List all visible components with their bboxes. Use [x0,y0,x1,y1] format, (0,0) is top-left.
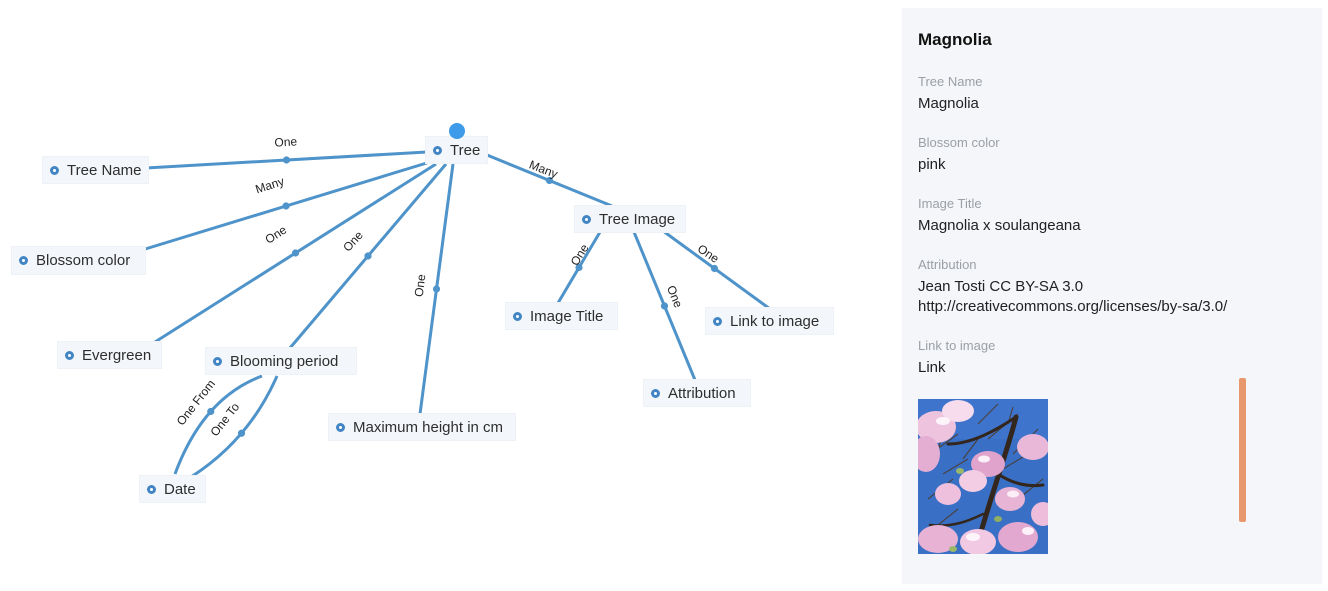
graph-node-link-to-image[interactable]: Link to image [705,307,834,335]
node-label: Image Title [530,307,604,325]
entity-circle-icon [651,388,660,398]
edge-direction-dot [575,263,583,272]
edge-cardinality-label: One [340,228,366,254]
edge-cardinality-label: One To [207,400,242,439]
record-title: Magnolia [918,30,992,49]
edge-cardinality-label: Many [254,174,286,196]
field-label: Image Title [918,196,982,211]
edge-direction-dot [710,264,719,273]
panel-scrollbar[interactable] [1239,378,1246,522]
entity-circle-icon [336,422,345,432]
tree-photo-thumbnail[interactable] [918,399,1048,554]
node-label: Blooming period [230,352,339,370]
node-label: Evergreen [82,346,152,364]
graph-node-max-height[interactable]: Maximum height in cm [328,413,516,441]
graph-node-attribution[interactable]: Attribution [643,379,751,407]
edge-cardinality-label: One From [174,377,218,428]
edge-direction-dot [364,252,372,260]
entity-circle-icon [65,350,74,360]
selected-node-indicator-dot [448,123,465,139]
field-value: Jean Tosti CC BY-SA 3.0 http://creativec… [918,278,1228,315]
graph-node-image-title[interactable]: Image Title [505,302,618,330]
edge-cardinality-label: One [412,273,429,298]
edge-cardinality-label: One [262,222,289,246]
node-label: Attribution [668,384,736,402]
edge-direction-dot [207,407,215,416]
field-label: Tree Name [918,74,983,89]
entity-circle-icon [582,214,591,224]
graph-node-blossom-color[interactable]: Blossom color [11,246,146,275]
field-label: Attribution [918,257,977,272]
field-value: Magnolia x soulangeana [918,217,1081,234]
graph-node-evergreen[interactable]: Evergreen [57,341,162,369]
edge-direction-dot [660,302,669,310]
edge-direction-dot [545,176,554,185]
entity-circle-icon [433,145,442,155]
node-label: Tree [450,141,481,159]
entity-circle-icon [19,256,28,265]
node-label: Tree Name [67,161,142,179]
graph-node-tree-name[interactable]: Tree Name [42,156,149,184]
edge-direction-dot [291,249,300,257]
entity-circle-icon [213,356,222,366]
graph-node-tree-image[interactable]: Tree Image [574,205,686,233]
field-value: Magnolia [918,95,979,112]
edge-direction-dot [282,202,290,210]
node-label: Tree Image [599,210,676,228]
node-label: Maximum height in cm [353,418,504,436]
edge-direction-dot [282,156,291,164]
detail-field: Blossom color pink [918,135,1306,175]
field-value: pink [918,156,946,173]
entity-circle-icon [50,165,59,175]
field-label: Link to image [918,338,996,353]
edge-cardinality-label: One [274,134,298,149]
graph-node-date[interactable]: Date [139,475,206,503]
node-label: Link to image [730,312,820,330]
edge-direction-dot [237,429,246,437]
field-value[interactable]: Link [918,359,946,376]
edge-direction-dot [432,285,441,293]
field-label: Blossom color [918,135,1000,150]
entity-circle-icon [513,311,522,321]
graph-node-tree[interactable]: Tree [425,136,488,164]
node-label: Date [164,480,196,498]
graph-node-blooming-period[interactable]: Blooming period [205,347,357,375]
entity-circle-icon [147,484,156,494]
node-label: Blossom color [36,252,131,269]
entity-circle-icon [713,316,722,326]
